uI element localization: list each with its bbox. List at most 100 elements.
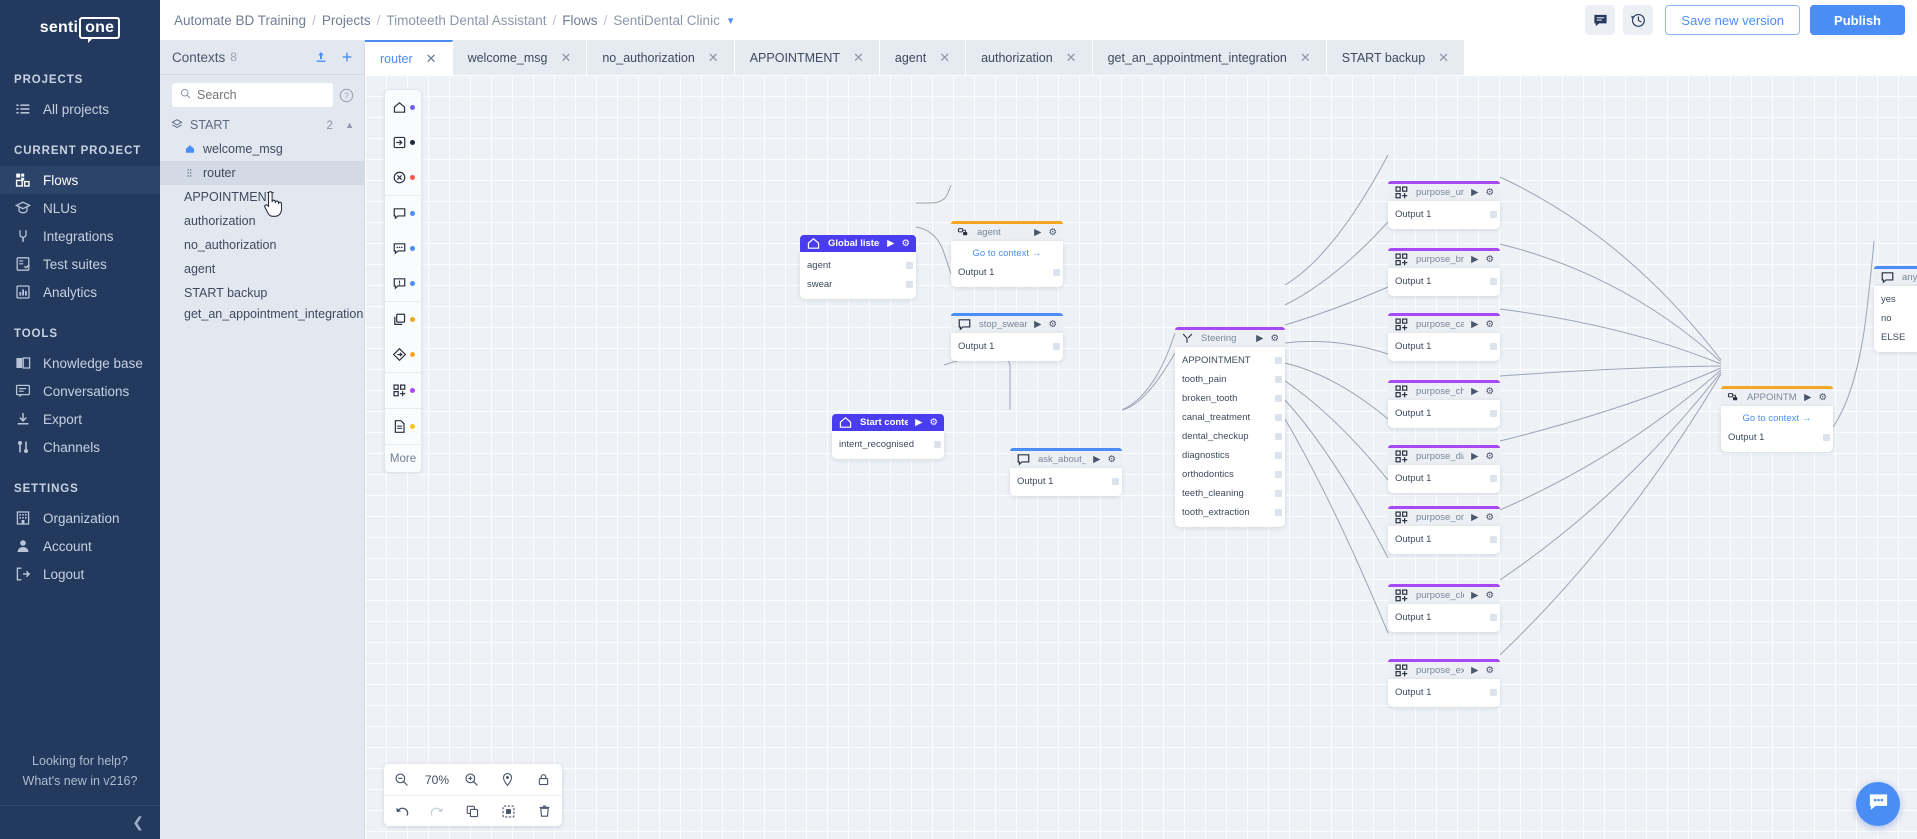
gear-icon[interactable]: ⚙: [1485, 664, 1494, 676]
gear-icon[interactable]: ⚙: [1485, 589, 1494, 601]
gear-icon[interactable]: ⚙: [1270, 332, 1279, 344]
tab-authorization[interactable]: authorization✕: [966, 40, 1093, 75]
context-item-no-authorization[interactable]: no_authorization: [160, 233, 364, 257]
node-output-row[interactable]: intent_recognised: [832, 435, 944, 454]
node-output-row[interactable]: agent: [800, 256, 916, 275]
play-icon[interactable]: ▶: [1471, 186, 1479, 198]
play-icon[interactable]: ▶: [1471, 511, 1479, 523]
node-header[interactable]: purpose_orthodontics▶⚙: [1388, 508, 1500, 526]
tab-agent[interactable]: agent✕: [879, 40, 967, 75]
play-icon[interactable]: ▶: [1034, 226, 1042, 238]
flow-node-agent[interactable]: agent▶⚙Go to context→Output 1: [951, 221, 1063, 287]
context-item-start-backup[interactable]: START backup: [160, 281, 364, 305]
toolbar-message-dots-icon[interactable]: [385, 231, 421, 266]
play-icon[interactable]: ▶: [1471, 450, 1479, 462]
whats-new-link[interactable]: What's new in v216?: [22, 774, 138, 788]
sidebar-item-nlus[interactable]: NLUs: [0, 194, 160, 222]
tab-appointment[interactable]: APPOINTMENT✕: [734, 40, 880, 75]
flow-node-stop_swearing_pls[interactable]: stop_swearing_pls▶⚙Output 1: [951, 313, 1063, 361]
flow-node-purpose_cleaning[interactable]: purpose_cleaning▶⚙ Output 1: [1388, 584, 1500, 632]
gear-icon[interactable]: ⚙: [1818, 391, 1827, 403]
flow-node-purpose_diagnostics[interactable]: purpose_diagnostics▶⚙Output 1: [1388, 445, 1500, 493]
redo-icon[interactable]: [424, 803, 450, 819]
close-icon[interactable]: ✕: [560, 49, 572, 65]
trash-icon[interactable]: [531, 804, 557, 819]
node-output-row[interactable]: Output 1: [1388, 337, 1500, 356]
gear-icon[interactable]: ⚙: [929, 417, 938, 428]
node-header[interactable]: purpose_cleaning▶⚙: [1388, 586, 1500, 604]
sidebar-item-all-projects[interactable]: All projects: [0, 95, 160, 123]
toolbar-message-icon[interactable]: [385, 196, 421, 231]
gear-icon[interactable]: ⚙: [1485, 186, 1494, 198]
toolbar-enter-icon[interactable]: [385, 125, 421, 160]
output-port[interactable]: [1490, 613, 1497, 621]
output-port[interactable]: [1275, 451, 1282, 459]
close-icon[interactable]: ✕: [1299, 49, 1311, 65]
zoom-level[interactable]: 70%: [424, 772, 449, 787]
play-icon[interactable]: ▶: [1471, 253, 1479, 265]
flow-node-purpose_orthodontics[interactable]: purpose_orthodontics▶⚙ Output 1: [1388, 506, 1500, 554]
node-header[interactable]: purpose_diagnostics▶⚙: [1388, 447, 1500, 465]
node-output-row[interactable]: ELSE: [1874, 328, 1917, 347]
toolbar-home-icon[interactable]: [385, 90, 421, 125]
output-port[interactable]: [1275, 356, 1282, 364]
node-header[interactable]: purpose_extraction▶⚙: [1388, 661, 1500, 679]
node-header[interactable]: Start context▶⚙: [832, 414, 944, 431]
node-output-row[interactable]: Output 1: [1388, 683, 1500, 702]
breadcrumb-item-0[interactable]: Automate BD Training: [174, 12, 307, 28]
toolbar-layers-copy-icon[interactable]: [385, 302, 421, 337]
sidebar-item-account[interactable]: Account: [0, 532, 160, 560]
node-output-row[interactable]: APPOINTMENT: [1175, 351, 1285, 370]
output-port[interactable]: [1053, 268, 1060, 276]
output-port[interactable]: [1490, 210, 1497, 218]
output-port[interactable]: [1275, 413, 1282, 421]
context-item-router[interactable]: router: [160, 161, 364, 185]
upload-icon[interactable]: [314, 50, 328, 64]
sidebar-item-analytics[interactable]: Analytics: [0, 278, 160, 306]
sidebar-item-flows[interactable]: Flows: [0, 166, 160, 194]
node-output-row[interactable]: diagnostics: [1175, 446, 1285, 465]
comment-icon[interactable]: [1585, 5, 1616, 35]
output-port[interactable]: [1275, 489, 1282, 497]
toolbar-cancel-icon[interactable]: [385, 160, 421, 195]
publish-button[interactable]: Publish: [1810, 5, 1905, 35]
close-icon[interactable]: ✕: [853, 49, 864, 65]
zoom-in-icon[interactable]: [459, 772, 485, 787]
copy-icon[interactable]: [460, 804, 486, 819]
plus-icon[interactable]: [340, 50, 354, 64]
toolbar-grid-plus-icon[interactable]: [385, 373, 421, 408]
flow-node-appointment_right[interactable]: APPOINTMENT▶⚙Go to context→Output 1: [1721, 386, 1833, 452]
zoom-out-icon[interactable]: [389, 772, 415, 787]
sidebar-item-integrations[interactable]: Integrations: [0, 222, 160, 250]
flow-node-start_context[interactable]: Start context▶⚙intent_recognised: [832, 414, 944, 459]
search-input[interactable]: [197, 88, 325, 102]
node-output-row[interactable]: Output 1: [1388, 608, 1500, 627]
node-header[interactable]: APPOINTMENT▶⚙: [1721, 388, 1833, 406]
tab-welcome-msg[interactable]: welcome_msg✕: [452, 40, 588, 75]
sidebar-item-logout[interactable]: Logout: [0, 560, 160, 588]
gear-icon[interactable]: ⚙: [1485, 450, 1494, 462]
node-output-row[interactable]: tooth_pain: [1175, 370, 1285, 389]
close-icon[interactable]: ✕: [939, 49, 951, 65]
close-icon[interactable]: ✕: [1438, 49, 1450, 65]
node-output-row[interactable]: Output 1: [1388, 404, 1500, 423]
flow-node-purpose_urgent[interactable]: purpose_urgent▶⚙Output 1: [1388, 181, 1500, 229]
output-port[interactable]: [1490, 474, 1497, 482]
sidebar-item-organization[interactable]: Organization: [0, 504, 160, 532]
play-icon[interactable]: ▶: [915, 417, 923, 428]
select-all-icon[interactable]: [496, 804, 522, 819]
output-port[interactable]: [1275, 375, 1282, 383]
output-port[interactable]: [906, 280, 913, 288]
gear-icon[interactable]: ⚙: [1485, 253, 1494, 265]
output-port[interactable]: [934, 441, 941, 448]
tab-start-backup[interactable]: START backup✕: [1326, 40, 1466, 75]
node-output-row[interactable]: broken_tooth: [1175, 389, 1285, 408]
output-port[interactable]: [1275, 508, 1282, 516]
output-port[interactable]: [906, 261, 913, 269]
node-header[interactable]: anything_else▶⚙: [1874, 268, 1917, 286]
node-output-row[interactable]: Output 1: [1388, 530, 1500, 549]
node-header[interactable]: purpose_canal▶⚙: [1388, 315, 1500, 333]
gear-icon[interactable]: ⚙: [901, 237, 910, 249]
chevron-up-icon[interactable]: ▲: [345, 120, 354, 130]
